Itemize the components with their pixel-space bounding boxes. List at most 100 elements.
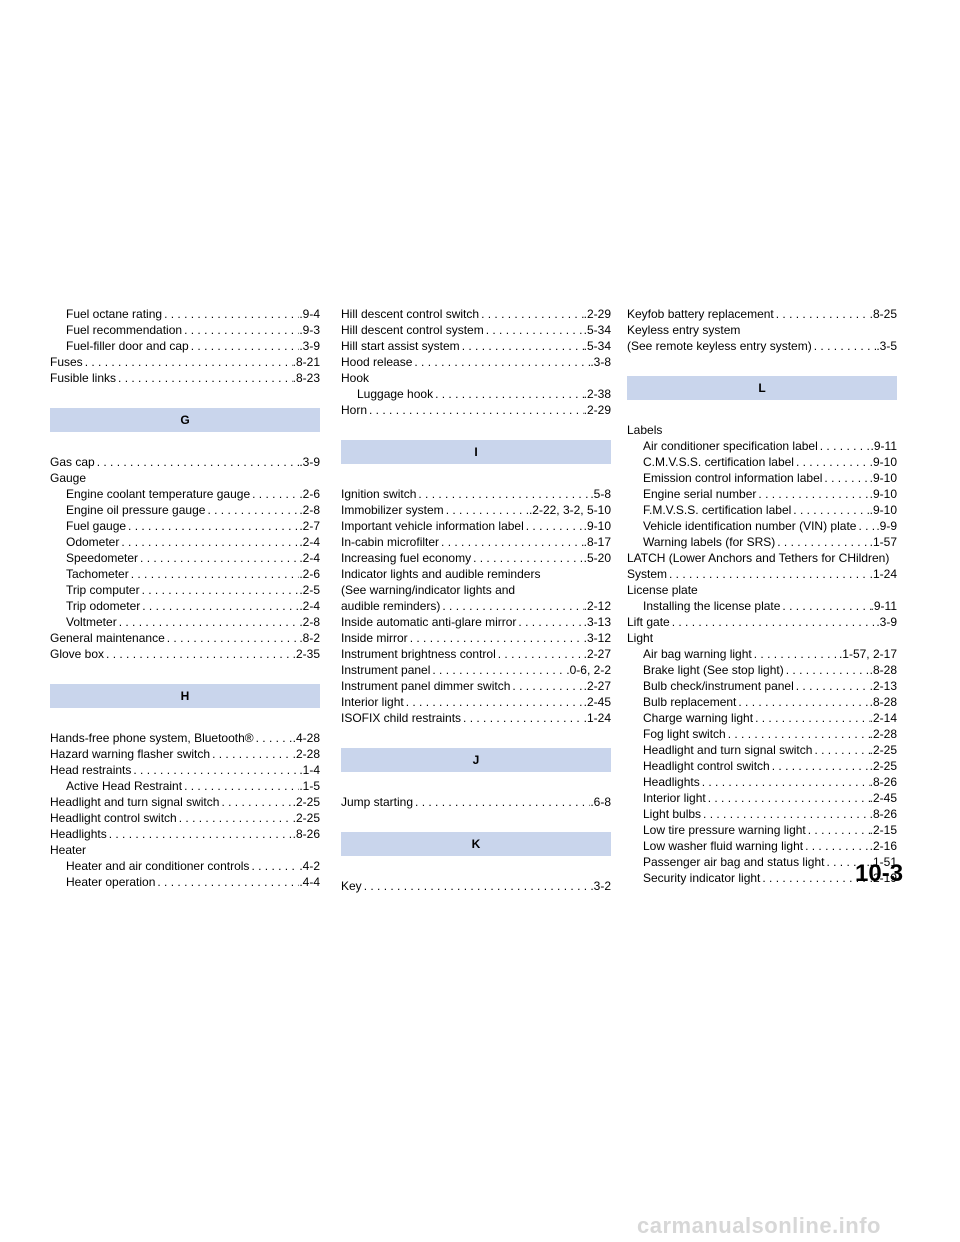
entry-page-ref: .2-13 [869, 679, 897, 693]
entry-term: Passenger air bag and status light [643, 855, 825, 869]
entry-page-ref: .8-26 [869, 775, 897, 789]
entry-term: Active Head Restraint [66, 779, 183, 793]
dot-leader [770, 758, 870, 774]
entry-page-ref: .2-22, 3-2, 5-10 [528, 503, 611, 517]
entry-page-ref: .8-17 [583, 535, 611, 549]
entry-term: Interior light [643, 791, 706, 805]
dot-leader [784, 662, 870, 678]
entry-term: Headlight and turn signal switch [643, 743, 813, 757]
index-entry: Glove box.2-35 [50, 646, 320, 662]
dot-leader [803, 838, 870, 854]
entry-term: Head restraints [50, 763, 132, 777]
entry-term: Emission control information label [643, 471, 823, 485]
dot-leader [254, 730, 293, 746]
index-heading: Heater [50, 843, 87, 857]
index-entry: Fuel recommendation.9-3 [50, 322, 320, 338]
dot-leader [775, 534, 869, 550]
dot-leader [791, 502, 869, 518]
index-entry: (See remote keyless entry system).3-5 [627, 338, 897, 354]
entry-term: Headlights [50, 827, 107, 841]
index-entry: Instrument brightness control.2-27 [341, 646, 611, 662]
dot-leader [126, 518, 299, 534]
index-entry: Hood release.3-8 [341, 354, 611, 370]
entry-page-ref: .1-5 [299, 779, 320, 793]
dot-leader [249, 858, 299, 874]
entry-page-ref: .2-19 [869, 871, 897, 885]
index-entry: Tachometer.2-6 [50, 566, 320, 582]
entry-term: Fuel gauge [66, 519, 127, 533]
entry-page-ref: .5-34 [583, 339, 611, 353]
index-entry: Interior light.2-45 [341, 694, 611, 710]
entry-page-ref: .9-10 [869, 455, 897, 469]
index-entry: Heater operation.4-4 [50, 874, 320, 890]
dot-leader [736, 694, 869, 710]
dot-leader [83, 354, 293, 370]
dot-leader [95, 454, 300, 470]
entry-term: Fuel recommendation [66, 323, 183, 337]
index-entry: Horn.2-29 [341, 402, 611, 418]
dot-leader [471, 550, 584, 566]
dot-leader [219, 794, 292, 810]
entry-term: ISOFIX child restraints [341, 711, 462, 725]
dot-leader [774, 306, 870, 322]
dot-leader [516, 614, 583, 630]
dot-leader [670, 614, 877, 630]
entry-term: Instrument panel dimmer switch [341, 679, 511, 693]
index-entry: Air bag warning light.1-57, 2-17 [627, 646, 897, 662]
entry-page-ref: .2-45 [583, 695, 611, 709]
dot-leader [430, 662, 566, 678]
index-entry: Fuel gauge.2-7 [50, 518, 320, 534]
index-entry: Trip odometer.2-4 [50, 598, 320, 614]
dot-leader [701, 806, 870, 822]
index-entry: Warning labels (for SRS).1-57 [627, 534, 897, 550]
dot-leader [408, 630, 584, 646]
entry-term: Headlight control switch [50, 811, 177, 825]
index-entry: Heater and air conditioner controls.4-2 [50, 858, 320, 874]
entry-term: Ignition switch [341, 487, 417, 501]
dot-leader [780, 598, 870, 614]
dot-leader [460, 338, 584, 354]
entry-page-ref: .9-10 [869, 487, 897, 501]
entry-term: Heater and air conditioner controls [66, 859, 250, 873]
dot-leader [524, 518, 584, 534]
entry-page-ref: .2-35 [292, 647, 320, 661]
dot-leader [444, 502, 529, 518]
entry-page-ref: .9-4 [299, 307, 320, 321]
watermark-link[interactable]: carmanualsonline.info [637, 1213, 881, 1238]
entry-page-ref: .2-4 [299, 535, 320, 549]
index-entry: Light bulbs.8-26 [627, 806, 897, 822]
entry-page-ref: .1-24 [583, 711, 611, 725]
index-entry: Inside mirror.3-12 [341, 630, 611, 646]
index-entry: Charge warning light.2-14 [627, 710, 897, 726]
entry-page-ref: .4-28 [292, 731, 320, 745]
entry-term: Trip odometer [66, 599, 141, 613]
entry-page-ref: .6-8 [590, 795, 611, 809]
entry-page-ref: .2-15 [869, 823, 897, 837]
entry-term: Heater operation [66, 875, 156, 889]
entry-page-ref: .2-6 [299, 567, 320, 581]
entry-page-ref: .2-28 [292, 747, 320, 761]
index-entry: Immobilizer system.2-22, 3-2, 5-10 [341, 502, 611, 518]
entry-page-ref: .2-29 [583, 403, 611, 417]
index-entry: Hill descent control system.5-34 [341, 322, 611, 338]
entry-page-ref: .2-45 [869, 791, 897, 805]
index-heading: Light [627, 631, 654, 645]
entry-term: Increasing fuel economy [341, 551, 472, 565]
entry-page-ref: .0-6, 2-2 [566, 663, 611, 677]
entry-page-ref: .1-57 [869, 535, 897, 549]
dot-leader [182, 778, 299, 794]
entry-term: F.M.V.S.S. certification label [643, 503, 792, 517]
entry-page-ref: .8-26 [869, 807, 897, 821]
section-letter-j: J [341, 748, 611, 772]
dot-leader [822, 470, 869, 486]
dot-leader [140, 598, 299, 614]
entry-page-ref: .2-8 [299, 615, 320, 629]
dot-leader [760, 870, 869, 886]
dot-leader [856, 518, 876, 534]
entry-page-ref: .2-16 [869, 839, 897, 853]
entry-term: System [627, 567, 668, 581]
index-entry: F.M.V.S.S. certification label.9-10 [627, 502, 897, 518]
index-entry: Headlight and turn signal switch.2-25 [50, 794, 320, 810]
